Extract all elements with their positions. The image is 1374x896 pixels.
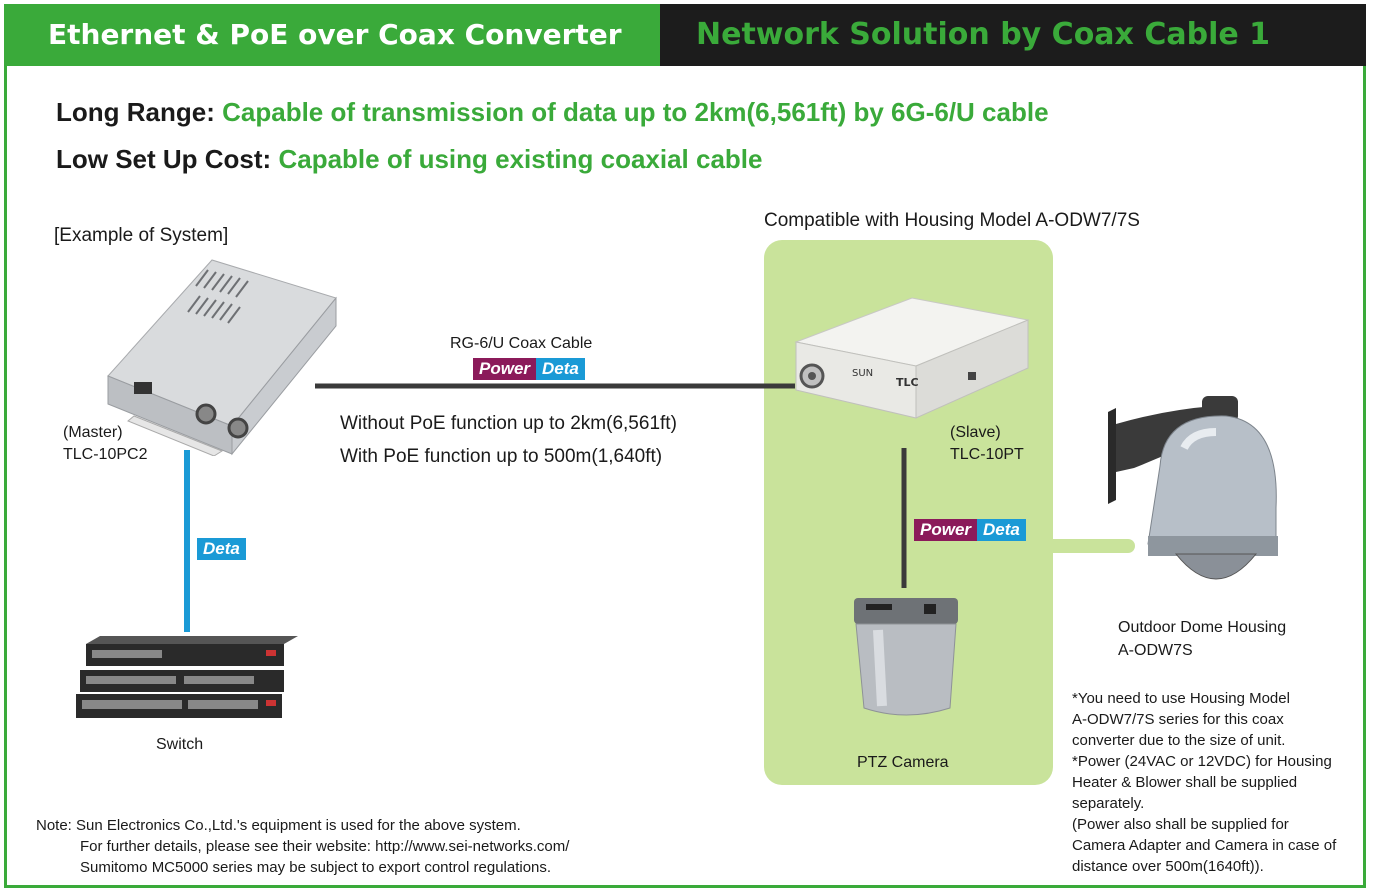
power-data-badge-cable: Power Deta: [473, 358, 585, 380]
power-data-badge-camera: Power Deta: [914, 519, 1026, 541]
footnote-line: Heater & Blower shall be supplied: [1072, 774, 1298, 791]
compatible-label: Compatible with Housing Model A-ODW7/7S: [764, 210, 1140, 231]
feature-long-range: Long Range: Capable of transmission of d…: [56, 97, 1049, 128]
ptz-camera-label: PTZ Camera: [857, 754, 949, 771]
switch-image: [76, 636, 298, 718]
dome-housing-image: [1108, 396, 1278, 580]
footnote-line: distance over 500m(1640ft)).: [1072, 858, 1264, 875]
header-left-title: Ethernet & PoE over Coax Converter: [4, 4, 660, 66]
feature-text: Capable of transmission of data up to 2k…: [222, 97, 1049, 127]
slave-role: (Slave): [950, 424, 1001, 441]
footnote-line: converter due to the size of unit.: [1072, 732, 1286, 749]
switch-label: Switch: [156, 736, 204, 753]
header-right-title: Network Solution by Coax Cable 1: [660, 4, 1366, 66]
feature-text: Capable of using existing coaxial cable: [278, 144, 763, 174]
slave-model: TLC-10PT: [950, 446, 1024, 463]
feature-low-cost: Low Set Up Cost: Capable of using existi…: [56, 144, 763, 175]
system-example-label: [Example of System]: [54, 225, 229, 246]
power-badge: Power: [473, 358, 537, 380]
footnote-line: *Power (24VAC or 12VDC) for Housing: [1072, 753, 1332, 770]
cable-label: RG-6/U Coax Cable: [450, 335, 593, 352]
note-line: Note: Sun Electronics Co.,Ltd.'s equipme…: [36, 817, 521, 834]
data-badge: Deta: [197, 538, 246, 560]
footnote-line: separately.: [1072, 795, 1145, 812]
footnotes: *You need to use Housing Model A-ODW7/7S…: [1072, 688, 1336, 877]
master-device-image: [107, 259, 337, 456]
power-badge: Power: [914, 519, 978, 541]
master-model: TLC-10PC2: [63, 446, 148, 463]
feature-label: Long Range:: [56, 97, 215, 127]
master-role: (Master): [63, 424, 123, 441]
footnote-line: Camera Adapter and Camera in case of: [1072, 837, 1337, 854]
dome-label-line2: A-ODW7S: [1118, 642, 1193, 659]
footnote-line: (Power also shall be supplied for: [1072, 816, 1289, 833]
dome-label-line1: Outdoor Dome Housing: [1118, 619, 1287, 636]
slave-device-image: SUN TLC: [794, 297, 1030, 419]
distance-without-poe: Without PoE function up to 2km(6,561ft): [340, 413, 677, 434]
data-badge: Deta: [536, 358, 585, 380]
slave-brand: TLC: [896, 376, 919, 389]
data-badge-switch: Deta: [197, 538, 246, 560]
ptz-camera-image: [854, 598, 958, 716]
slave-logo: SUN: [852, 368, 873, 379]
footnote-line: A-ODW7/7S series for this coax: [1072, 711, 1284, 728]
footnote-line: *You need to use Housing Model: [1072, 690, 1290, 707]
feature-label: Low Set Up Cost:: [56, 144, 272, 174]
bottom-note: Note: Sun Electronics Co.,Ltd.'s equipme…: [36, 815, 569, 878]
distance-with-poe: With PoE function up to 500m(1,640ft): [340, 446, 663, 467]
data-badge: Deta: [977, 519, 1026, 541]
note-line: Sumitomo MC5000 series may be subject to…: [80, 859, 552, 876]
note-line: For further details, please see their we…: [80, 838, 570, 855]
